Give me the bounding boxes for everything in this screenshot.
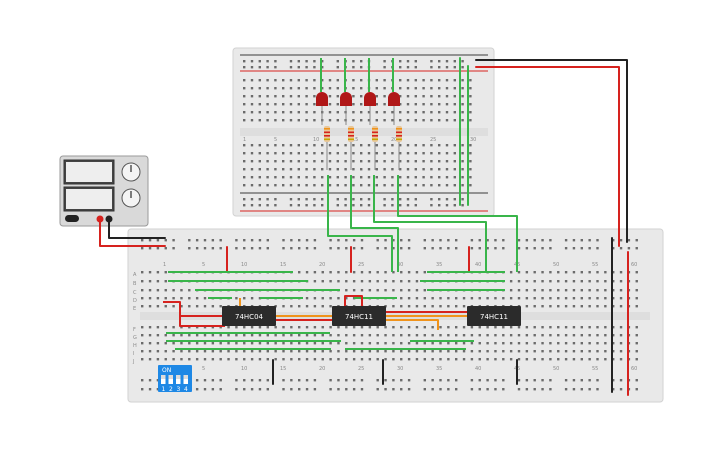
column-number: 20 [319, 262, 325, 268]
dip-toggle[interactable] [183, 375, 189, 384]
chip-label: 74HC11 [480, 313, 508, 321]
column-number: 55 [592, 366, 598, 372]
column-number: 25 [430, 137, 436, 143]
column-number: 1 [163, 262, 166, 268]
column-number: 15 [280, 366, 286, 372]
column-number: 60 [631, 262, 637, 268]
resistor-icon[interactable] [348, 126, 354, 142]
column-number: 25 [358, 366, 364, 372]
column-number: 10 [313, 137, 319, 143]
dip-position-label: 3 [177, 386, 181, 393]
column-number: 5 [202, 262, 205, 268]
column-number: 20 [391, 137, 397, 143]
row-letter: J [132, 359, 134, 365]
chip-74hc04[interactable]: 74HC04 [222, 306, 276, 326]
row-letter: E [133, 306, 136, 312]
power-supply[interactable] [59, 155, 149, 227]
power-switch[interactable] [65, 215, 79, 222]
column-number: 30 [470, 137, 476, 143]
chip-74hc11-a[interactable]: 74HC11 [332, 306, 386, 326]
column-number: 1 [243, 137, 246, 143]
column-number: 35 [436, 262, 442, 268]
column-number: 25 [358, 262, 364, 268]
column-number: 20 [319, 366, 325, 372]
chip-74hc11-b[interactable]: 74HC11 [467, 306, 521, 326]
column-number: 10 [241, 366, 247, 372]
column-number: 60 [631, 366, 637, 372]
power-wires[interactable] [99, 57, 629, 396]
chip-label: 74HC04 [235, 313, 264, 321]
dip-on-label: ON [162, 367, 171, 374]
column-number: 30 [397, 366, 403, 372]
column-number: 30 [397, 262, 403, 268]
column-number: 15 [352, 137, 358, 143]
column-number: 40 [475, 262, 481, 268]
column-number: 5 [274, 137, 277, 143]
row-letter: D [133, 298, 137, 304]
row-letter: C [133, 290, 137, 296]
row-letter: H [133, 343, 137, 349]
resistor-icon[interactable] [396, 126, 402, 142]
dip-toggle[interactable] [161, 375, 166, 384]
row-letter: G [133, 335, 137, 341]
column-number: 10 [241, 262, 247, 268]
dip-toggle[interactable] [168, 375, 174, 384]
column-number: 50 [553, 366, 559, 372]
row-letter: B [133, 281, 137, 287]
row-letter: F [133, 327, 136, 333]
column-number: 35 [436, 366, 442, 372]
column-number: 50 [553, 262, 559, 268]
column-number: 5 [202, 366, 205, 372]
dip-position-label: 1 [162, 386, 166, 393]
row-letter: A [133, 272, 137, 278]
chip-wires[interactable] [163, 295, 470, 330]
column-number: 40 [475, 366, 481, 372]
signal-wires[interactable] [166, 175, 518, 350]
chip-label: 74HC11 [345, 313, 373, 321]
dip-position-label: 4 [184, 386, 188, 393]
resistor-icon[interactable] [324, 126, 330, 142]
resistor-icon[interactable] [372, 126, 378, 142]
dip-position-label: 2 [169, 386, 173, 393]
led-array[interactable] [316, 58, 402, 170]
column-number: 15 [280, 262, 286, 268]
dip-toggle[interactable] [176, 375, 181, 384]
row-letter: I [133, 351, 134, 357]
column-number: 55 [592, 262, 598, 268]
main-breadboard-labels: 1155101015152020252530303535404045455050… [132, 262, 637, 372]
